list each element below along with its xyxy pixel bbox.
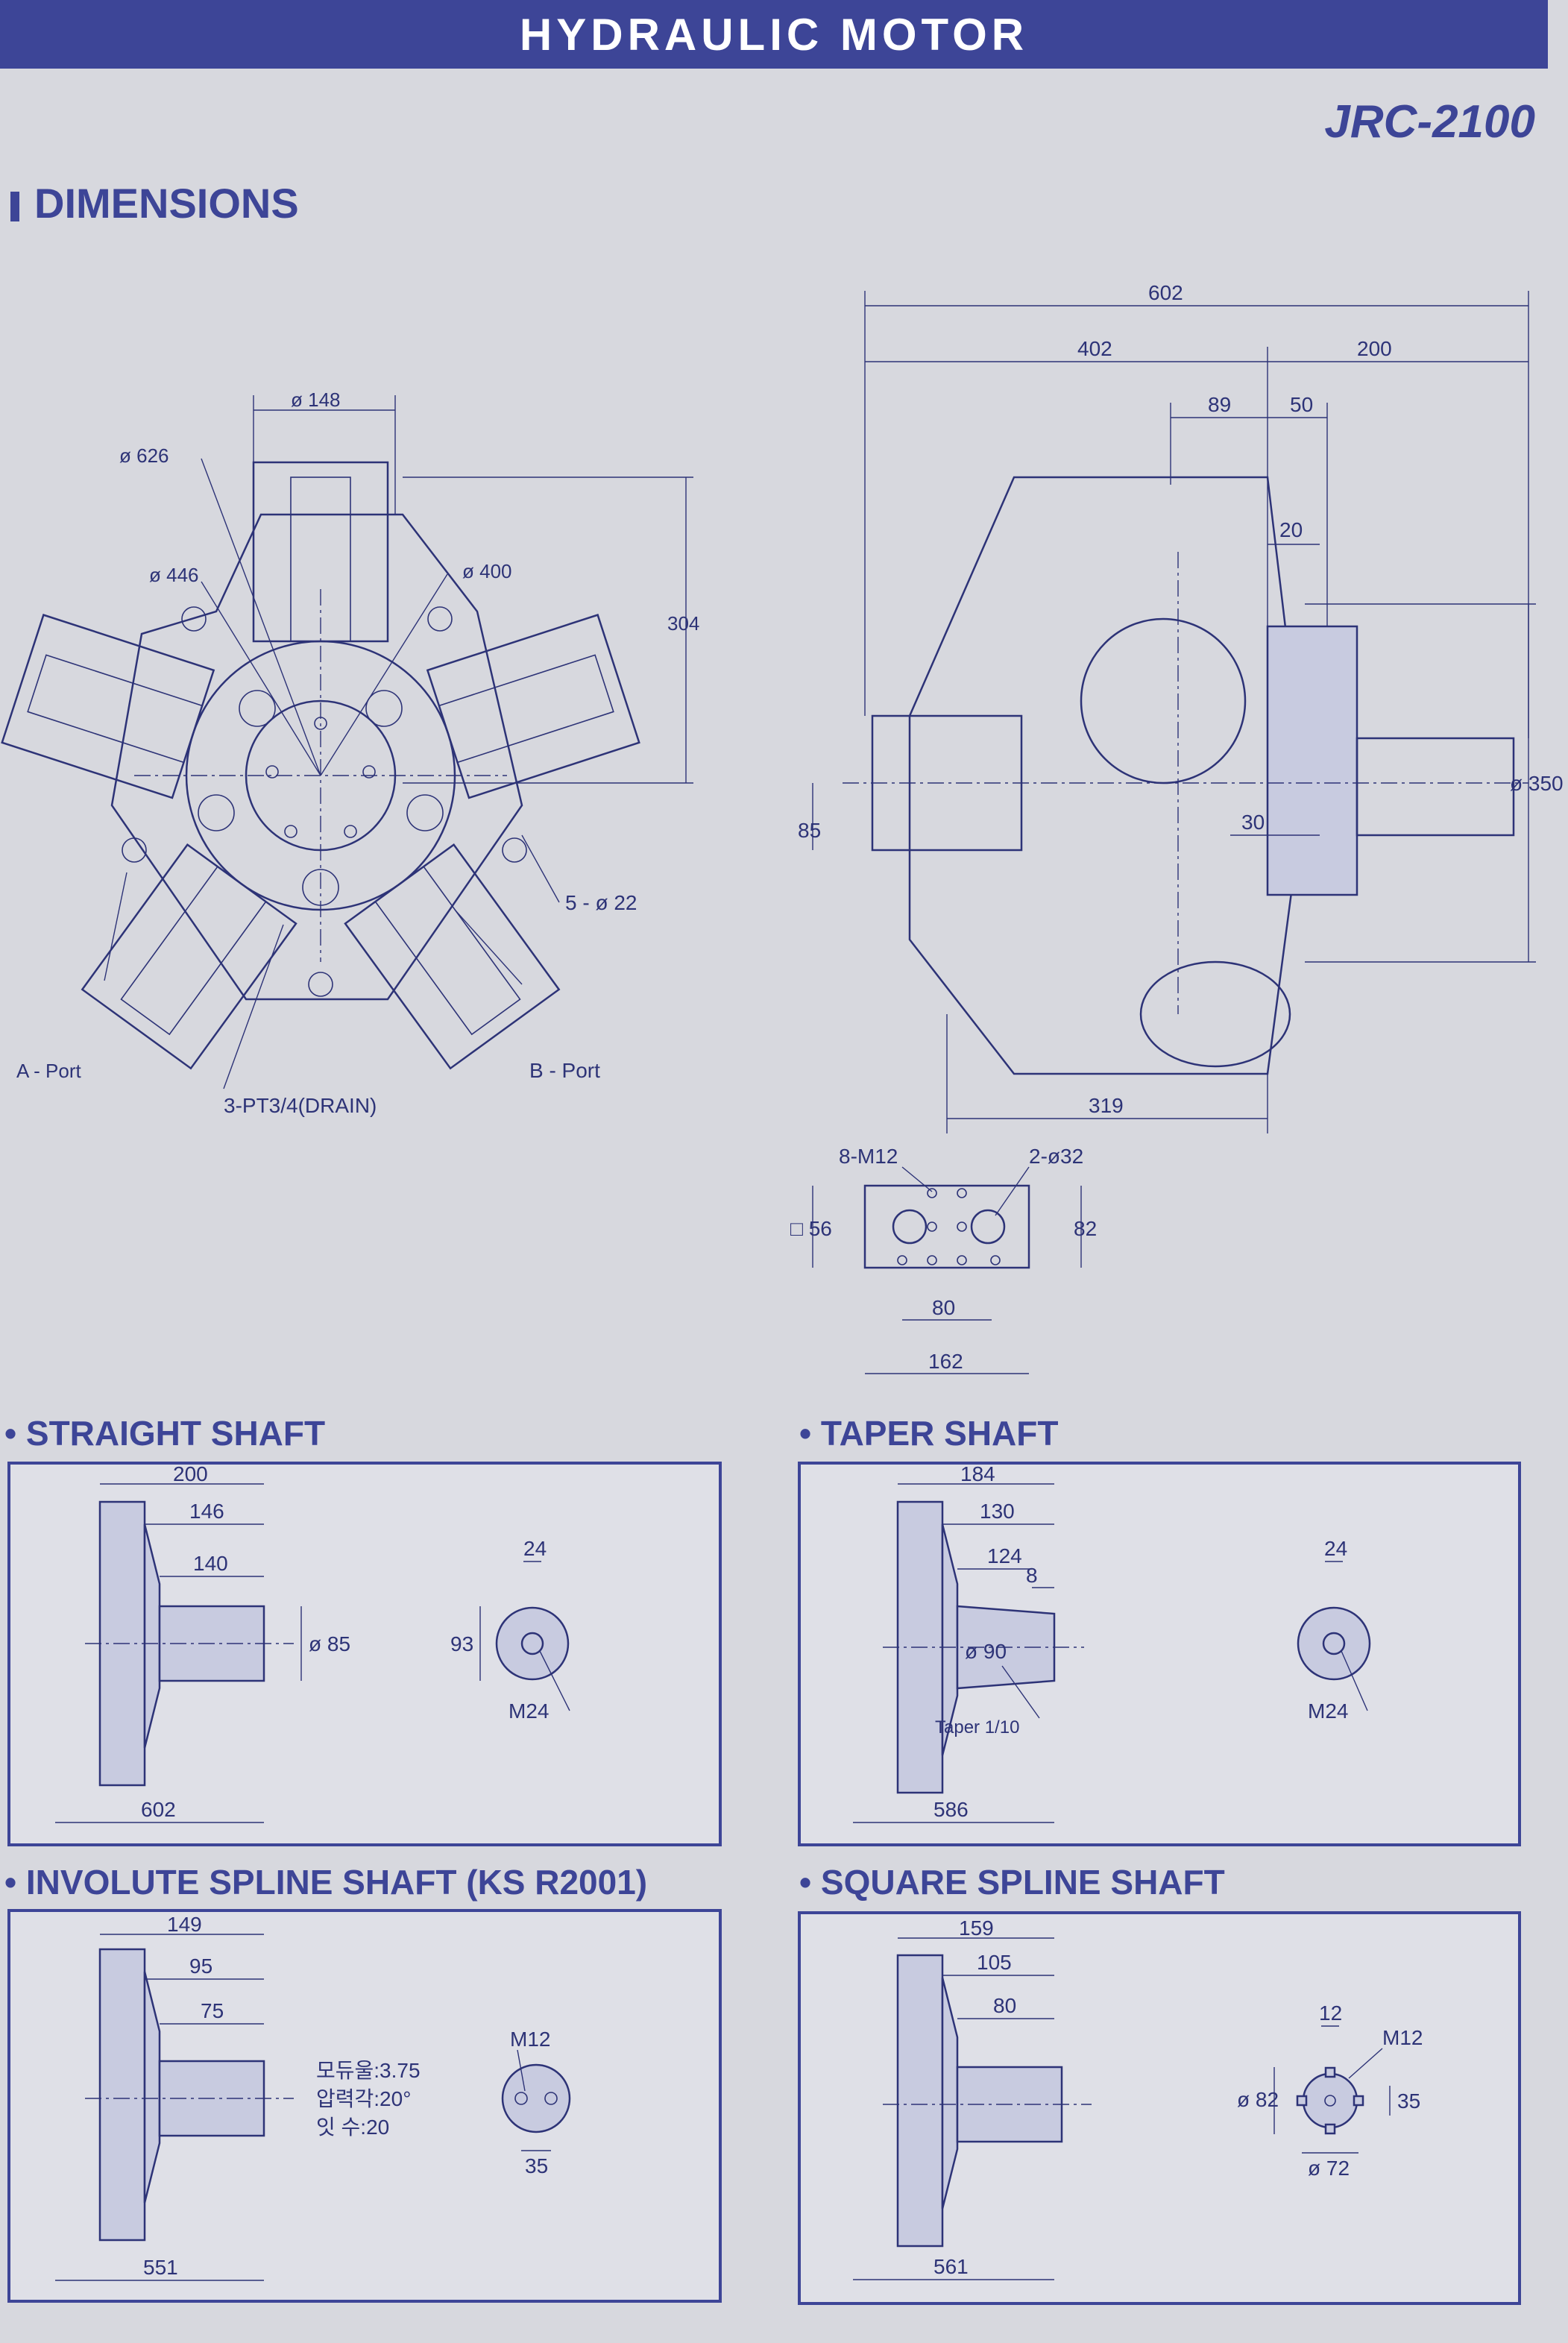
dim-184: 184 xyxy=(960,1465,995,1485)
square-shaft-drawing: 159 105 80 561 12 M12 ø 82 35 ø 72 xyxy=(853,1916,1423,2280)
spec-pressure-angle: 압력각:20° xyxy=(316,2087,411,2110)
label-m12: M12 xyxy=(1382,2026,1423,2049)
dim-602: 602 xyxy=(1148,281,1183,304)
square-shaft-panel: 159 105 80 561 12 M12 ø 82 35 ø 72 xyxy=(798,1911,1521,2305)
straight-shaft-drawing: 200 146 140 ø 85 602 24 93 M24 xyxy=(55,1462,570,1823)
dim-k24: 24 xyxy=(523,1537,547,1560)
label-b-port: B - Port xyxy=(529,1059,600,1082)
dim-d148: ø 148 xyxy=(291,389,341,411)
taper-shaft-panel: 184 130 124 8 ø 90 Taper 1/10 586 24 M24 xyxy=(798,1462,1521,1846)
dim-50: 50 xyxy=(1290,393,1313,416)
dim-586: 586 xyxy=(933,1798,969,1821)
dim-d82: ø 82 xyxy=(1237,2088,1279,2111)
label-drain: 3-PT3/4(DRAIN) xyxy=(224,1094,377,1117)
motor-side-outline xyxy=(843,476,1528,1075)
involute-shaft-panel: 149 95 75 551 모듀울:3.75 압력각:20° 잇 수:20 M1… xyxy=(7,1909,722,2303)
section-title: DIMENSIONS xyxy=(10,179,299,227)
taper-shaft-outline xyxy=(883,1500,1371,1794)
spec-teeth: 잇 수:20 xyxy=(316,2116,389,2139)
banner-title: HYDRAULIC MOTOR xyxy=(519,9,1029,60)
dim-20: 20 xyxy=(1279,518,1303,541)
dim-130: 130 xyxy=(980,1500,1015,1523)
dim-95: 95 xyxy=(189,1954,212,1978)
front-view-drawing: ø 148 ø 626 ø 446 ø 400 304 5 - ø 22 A -… xyxy=(1,389,699,1117)
motor-front-outline xyxy=(1,461,640,1070)
label-m24: M24 xyxy=(1308,1699,1348,1723)
taper-shaft-title: • TAPER SHAFT xyxy=(799,1414,1059,1453)
taper-shaft-drawing: 184 130 124 8 ø 90 Taper 1/10 586 24 M24 xyxy=(853,1462,1371,1823)
dim-w162: 162 xyxy=(928,1350,963,1373)
dim-d72: ø 72 xyxy=(1308,2157,1350,2180)
dim-h35: 35 xyxy=(1397,2089,1420,2113)
dim-k24: 24 xyxy=(1324,1537,1347,1560)
dim-d400: ø 400 xyxy=(462,560,512,582)
dim-89: 89 xyxy=(1208,393,1231,416)
dim-602: 602 xyxy=(141,1798,176,1821)
dim-124: 124 xyxy=(987,1544,1022,1567)
dim-ports: 2-ø32 xyxy=(1029,1145,1083,1168)
dim-d446: ø 446 xyxy=(149,564,199,586)
title-banner: HYDRAULIC MOTOR xyxy=(0,0,1548,69)
dim-h93: 93 xyxy=(450,1632,473,1655)
involute-shaft-title: • INVOLUTE SPLINE SHAFT (KS R2001) xyxy=(4,1863,648,1902)
dim-146: 146 xyxy=(189,1500,224,1523)
label-m24: M24 xyxy=(509,1699,549,1723)
dim-8: 8 xyxy=(1026,1564,1038,1587)
dim-w35: 35 xyxy=(525,2154,548,2177)
model-number: JRC-2100 xyxy=(1324,96,1535,148)
label-taper: Taper 1/10 xyxy=(935,1717,1019,1737)
dim-159: 159 xyxy=(959,1916,994,1940)
dim-80: 80 xyxy=(993,1994,1016,2017)
section-title-text: DIMENSIONS xyxy=(34,180,299,227)
dim-d350: ø 350 xyxy=(1510,772,1564,795)
dim-h82: 82 xyxy=(1074,1217,1097,1240)
dim-75: 75 xyxy=(201,1999,224,2022)
dim-85: 85 xyxy=(798,819,821,842)
spec-module: 모듀울:3.75 xyxy=(316,2059,421,2082)
dim-149: 149 xyxy=(167,1913,202,1936)
dim-d90: ø 90 xyxy=(965,1640,1007,1663)
straight-shaft-panel: 200 146 140 ø 85 602 24 93 M24 xyxy=(7,1462,722,1846)
section-bullet xyxy=(10,192,19,222)
port-flange-outline xyxy=(863,1184,1030,1269)
dim-200: 200 xyxy=(173,1465,208,1485)
dim-561: 561 xyxy=(933,2255,969,2278)
dim-140: 140 xyxy=(193,1552,228,1575)
dim-105: 105 xyxy=(977,1951,1012,1974)
dim-30: 30 xyxy=(1241,811,1265,834)
label-a-port: A - Port xyxy=(16,1060,81,1082)
dim-k12: 12 xyxy=(1319,2001,1342,2025)
dim-holes: 5 - ø 22 xyxy=(565,891,637,914)
involute-shaft-outline xyxy=(85,1948,571,2242)
dim-h304: 304 xyxy=(667,612,699,635)
dim-w80: 80 xyxy=(932,1296,955,1319)
dim-d626: ø 626 xyxy=(119,444,169,467)
straight-shaft-title: • STRAIGHT SHAFT xyxy=(4,1414,326,1453)
straight-shaft-outline xyxy=(85,1500,570,1787)
square-shaft-outline xyxy=(883,1954,1364,2248)
side-view-drawing: 602 402 200 89 50 20 85 30 ø 350 319 xyxy=(798,281,1564,1133)
dim-d85: ø 85 xyxy=(309,1632,350,1655)
dim-551: 551 xyxy=(143,2256,178,2279)
dim-200: 200 xyxy=(1357,337,1392,360)
port-flange-drawing: 8-M12 2-ø32 □ 56 82 80 162 xyxy=(790,1145,1097,1374)
dim-319: 319 xyxy=(1089,1094,1124,1117)
dim-sq56: □ 56 xyxy=(790,1217,832,1240)
dim-bolts: 8-M12 xyxy=(839,1145,898,1168)
dim-402: 402 xyxy=(1077,337,1112,360)
square-shaft-title: • SQUARE SPLINE SHAFT xyxy=(799,1863,1225,1902)
label-m12: M12 xyxy=(510,2028,550,2051)
involute-shaft-drawing: 149 95 75 551 모듀울:3.75 압력각:20° 잇 수:20 M1… xyxy=(55,1913,571,2281)
